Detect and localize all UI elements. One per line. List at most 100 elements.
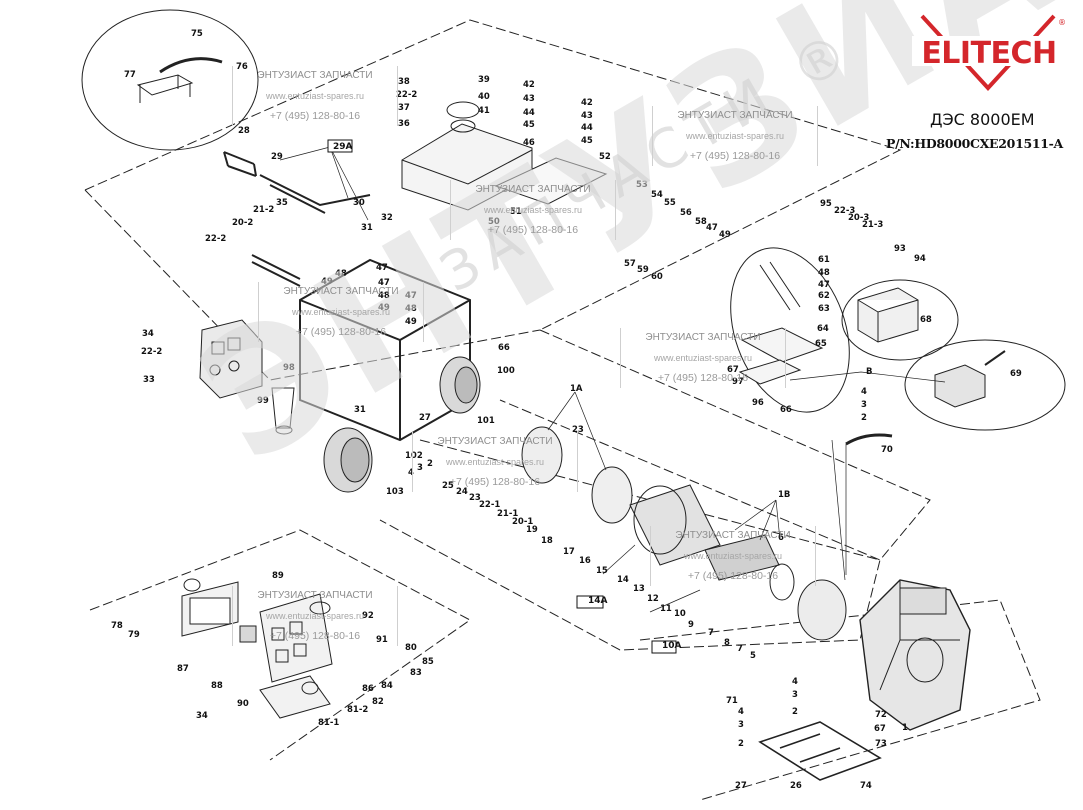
watermark-stamp-4: ЭНТУЗИАСТ ЗАПЧАСТИ www.entuziast-spares.… [258, 282, 424, 342]
part-label-24: 24 [456, 487, 468, 497]
model-title: ДЭС 8000ЕМ [930, 110, 1035, 129]
part-label-10A: 10A [662, 641, 682, 651]
watermark-url: www.entuziast-spares.ru [483, 205, 583, 215]
part-label-22-3: 22-3 [834, 206, 855, 216]
part-label-12: 12 [647, 594, 659, 604]
starter-motor [934, 364, 986, 408]
part-label-34: 34 [142, 329, 154, 339]
part-label-64: 64 [817, 324, 829, 334]
part-label-66: 66 [780, 405, 792, 415]
part-label-63: 63 [818, 304, 830, 314]
part-label-20-1: 20-1 [512, 517, 533, 527]
watermark-url: www.entuziast-spares.ru [291, 307, 391, 317]
part-label-77: 77 [124, 70, 136, 80]
part-label-3: 3 [861, 400, 867, 410]
part-label-31: 31 [361, 223, 373, 233]
watermark-phone: +7 (495) 128-80-16 [689, 150, 781, 162]
part-label-4: 4 [792, 677, 798, 687]
part-label-3: 3 [738, 720, 744, 730]
part-label-48: 48 [335, 269, 347, 279]
part-label-42: 42 [581, 98, 593, 108]
part-label-14A: 14A [588, 596, 608, 606]
part-label-101: 101 [477, 416, 495, 426]
frame-panel [89, 529, 471, 761]
part-label-25: 25 [442, 481, 454, 491]
part-label-34: 34 [196, 711, 208, 721]
control-panel [199, 319, 263, 399]
part-label-98: 98 [283, 363, 295, 373]
part-label-57: 57 [624, 259, 636, 269]
handle-tube [223, 151, 257, 177]
watermark-url: www.entuziast-spares.ru [265, 91, 365, 101]
part-label-103: 103 [386, 487, 404, 497]
part-label-54: 54 [651, 190, 663, 200]
part-label-7: 7 [708, 628, 714, 638]
part-label-30: 30 [353, 198, 365, 208]
part-label-44: 44 [523, 108, 535, 118]
part-label-1A: 1A [570, 384, 583, 394]
frame-chassis [84, 189, 541, 381]
part-label-36: 36 [398, 119, 410, 129]
part-label-49: 49 [405, 317, 417, 327]
part-label-26: 26 [790, 781, 802, 791]
part-label-61: 61 [818, 255, 830, 265]
part-label-43: 43 [523, 94, 535, 104]
part-label-22-2: 22-2 [205, 234, 226, 244]
watermark-stamp-1: ЭНТУЗИАСТ ЗАПЧАСТИ www.entuziast-spares.… [232, 66, 398, 126]
part-label-1B: 1B [778, 490, 790, 500]
panel-face [259, 593, 333, 683]
part-label-1: 1 [902, 723, 908, 733]
part-label-19: 19 [526, 525, 538, 535]
fan-cover [521, 426, 563, 484]
part-label-67: 67 [874, 724, 886, 734]
part-label-79: 79 [128, 630, 140, 640]
brand-logo: ELITECH ® [912, 14, 1072, 92]
part-label-51: 51 [510, 207, 522, 217]
part-label-67: 67 [727, 365, 739, 375]
part-label-21-1: 21-1 [497, 509, 518, 519]
part-label-16: 16 [579, 556, 591, 566]
part-label-70: 70 [881, 445, 893, 455]
watermark-phone: +7 (495) 128-80-16 [269, 630, 361, 642]
watermark-phone: +7 (495) 128-80-16 [269, 110, 361, 122]
part-label-37: 37 [398, 103, 410, 113]
side-bar [251, 254, 301, 287]
part-label-73: 73 [875, 739, 887, 749]
part-label-35: 35 [276, 198, 288, 208]
watermark-title: ЭНТУЗИАСТ ЗАПЧАСТИ [475, 184, 591, 195]
part-label-23: 23 [469, 493, 481, 503]
frame-base [639, 599, 1041, 801]
part-label-21-2: 21-2 [253, 205, 274, 215]
part-label-2: 2 [427, 459, 433, 469]
part-label-88: 88 [211, 681, 223, 691]
part-label-47: 47 [376, 263, 388, 273]
part-label-48: 48 [378, 291, 390, 301]
fuel-cap [446, 101, 480, 119]
part-label-20-3: 20-3 [848, 213, 869, 223]
handle-bar [159, 57, 223, 74]
watermark-title: ЭНТУЗИАСТ ЗАПЧАСТИ [257, 590, 373, 601]
part-label-45: 45 [581, 136, 593, 146]
detail-circle-handle [81, 9, 259, 151]
watermark-stamp-2: ЭНТУЗИАСТ ЗАПЧАСТИ www.entuziast-spares.… [652, 106, 818, 166]
part-label-56: 56 [680, 208, 692, 218]
part-label-47: 47 [706, 223, 718, 233]
battery-plate [740, 327, 824, 363]
part-label-3: 3 [417, 463, 423, 473]
part-label-85: 85 [422, 657, 434, 667]
part-label-6: 6 [778, 533, 784, 543]
part-label-81-2: 81-2 [347, 705, 368, 715]
part-label-11: 11 [660, 604, 672, 614]
part-label-22-1: 22-1 [479, 500, 500, 510]
watermark-title: ЭНТУЗИАСТ ЗАПЧАСТИ [675, 530, 791, 541]
part-label-47: 47 [378, 278, 390, 288]
watermark-title: ЭНТУЗИАСТ ЗАПЧАСТИ [677, 110, 793, 121]
part-label-97: 97 [732, 377, 744, 387]
part-label-55: 55 [664, 198, 676, 208]
part-label-76: 76 [236, 62, 248, 72]
part-label-29: 29 [271, 152, 283, 162]
detail-circle-starter [904, 339, 1066, 431]
part-label-21-3: 21-3 [862, 220, 883, 230]
frame-engine [499, 329, 931, 561]
